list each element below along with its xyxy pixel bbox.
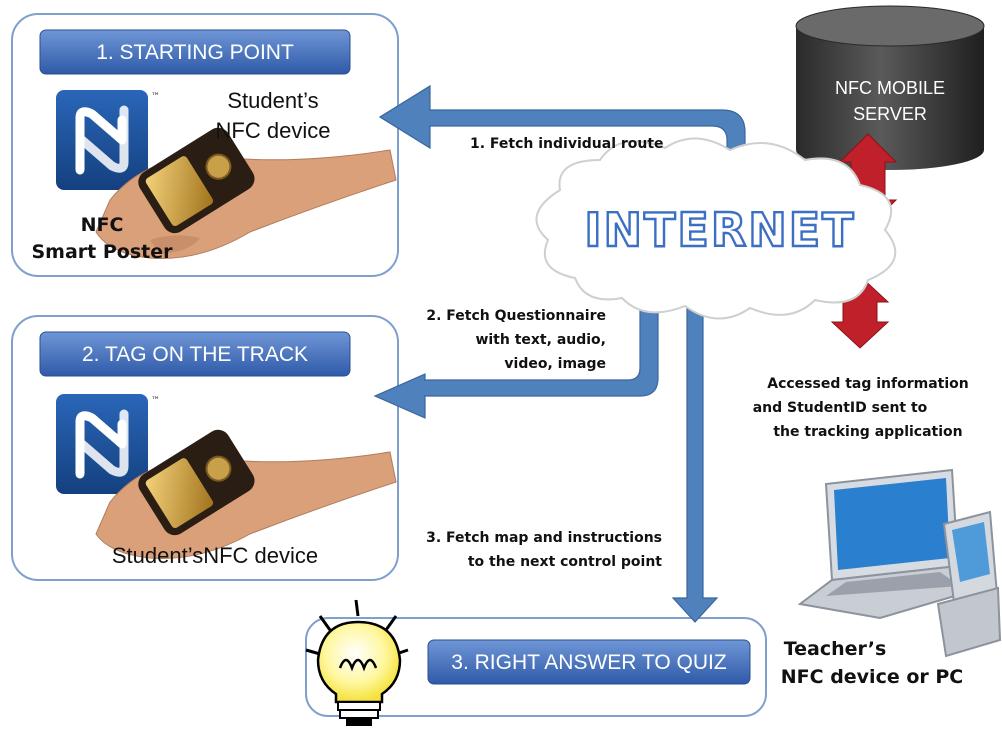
nfc-mobile-server: NFC MOBILE SERVER <box>795 5 985 170</box>
tag-on-track-title: 2. TAG ON THE TRACK <box>82 343 308 366</box>
nfc-logo-icon-track <box>56 394 148 494</box>
teacher-line2: NFC device or PC <box>781 666 964 688</box>
arrow-fetch-questionnaire <box>373 289 659 419</box>
tracking-note-line1: Accessed tag information <box>767 376 969 392</box>
trademark-mark-track: ™ <box>151 396 160 406</box>
arrow-fetch-route <box>378 84 746 179</box>
fetch-questionnaire-line1: 2. Fetch Questionnaire <box>426 308 606 324</box>
server-label-line1: NFC MOBILE <box>835 78 945 98</box>
fetch-map-line2: to the next control point <box>468 554 662 570</box>
trademark-mark: ™ <box>151 92 160 102</box>
internet-cloud: INTERNET <box>535 137 897 320</box>
teacher-line1: Teacher’s <box>784 638 887 660</box>
nfc-logo-icon <box>56 90 148 190</box>
quiz-title: 3. RIGHT ANSWER TO QUIZ <box>451 651 727 674</box>
hand-holding-phone-icon-track <box>95 429 397 559</box>
student-device-track: Student’sNFC device <box>112 543 318 568</box>
internet-label: INTERNET <box>584 203 855 257</box>
student-device-line1: Student’s <box>227 88 318 113</box>
server-label-line2: SERVER <box>853 104 927 124</box>
smart-poster-line1: NFC <box>81 214 124 236</box>
tag-on-track-banner <box>39 331 351 377</box>
quiz-banner <box>427 639 751 685</box>
arrow-fetch-map <box>671 294 719 623</box>
lightbulb-icon <box>305 599 409 726</box>
tracking-note-line3: the tracking application <box>773 424 962 440</box>
tracking-note-line2: and StudentID sent to <box>753 400 928 416</box>
starting-point-banner <box>39 29 351 75</box>
fetch-questionnaire-line2: with text, audio, <box>475 332 606 348</box>
hand-holding-phone-icon <box>95 127 397 259</box>
smart-poster-line2: Smart Poster <box>32 241 174 263</box>
flip-phone-icon <box>936 510 1002 658</box>
laptop-icon <box>797 468 984 620</box>
starting-point-title: 1. STARTING POINT <box>96 41 294 64</box>
student-device-line2: NFC device <box>216 118 331 143</box>
fetch-map-line1: 3. Fetch map and instructions <box>426 530 662 546</box>
fetch-questionnaire-line3: video, image <box>504 356 606 372</box>
fetch-route-label: 1. Fetch individual route <box>470 136 664 152</box>
